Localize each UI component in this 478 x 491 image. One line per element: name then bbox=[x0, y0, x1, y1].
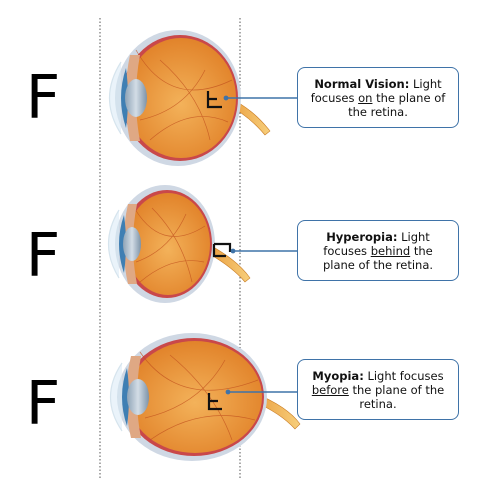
callout-text: Light focuses bbox=[310, 76, 442, 105]
callout-text: Light focuses bbox=[363, 368, 444, 383]
eye-hyperopia bbox=[108, 185, 251, 303]
callout-emphasis: on bbox=[358, 90, 373, 105]
eye-myopia bbox=[110, 333, 301, 461]
callout-hyperopia: Hyperopia: Light focuses behind the plan… bbox=[297, 220, 459, 281]
callout-normal-vision: Normal Vision: Light focuses on the plan… bbox=[297, 67, 459, 128]
callout-term: Myopia: bbox=[312, 368, 364, 383]
callout-text: the plane of the retina. bbox=[348, 382, 445, 411]
eye-normal bbox=[109, 30, 271, 166]
letter-f-hyperopia: F bbox=[26, 221, 61, 291]
callout-emphasis: before bbox=[311, 382, 349, 397]
callout-text: the plane of the retina. bbox=[322, 243, 434, 272]
callout-emphasis: behind bbox=[370, 243, 411, 258]
letter-f-myopia: F bbox=[26, 369, 61, 439]
callout-text: Light focuses bbox=[323, 229, 430, 258]
callout-term: Hyperopia: bbox=[326, 229, 398, 244]
focused-image-myopia bbox=[207, 393, 222, 411]
focused-image-normal bbox=[206, 91, 222, 109]
callout-text: the plane of the retina. bbox=[348, 90, 446, 119]
letter-f-normal: F bbox=[26, 63, 61, 133]
focused-image-hyperopia bbox=[212, 242, 232, 258]
callout-myopia: Myopia: Light focuses before the plane o… bbox=[297, 359, 459, 420]
callout-term: Normal Vision: bbox=[314, 76, 410, 91]
